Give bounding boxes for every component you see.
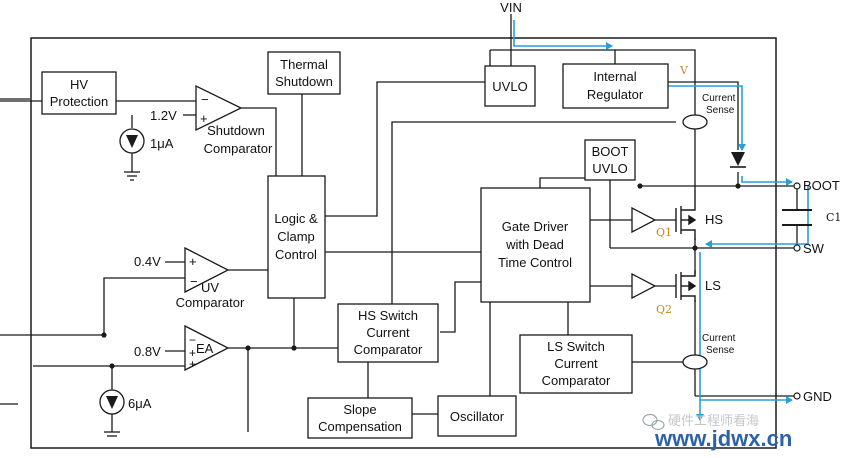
thermal-line2: Shutdown [275, 74, 333, 89]
internal-regulator-block: Internal Regulator [562, 63, 669, 109]
logic-line2: Clamp [277, 229, 315, 244]
pin-terminals [793, 182, 801, 400]
hv-protection-line2: Protection [50, 94, 109, 109]
current-1ua-label: 1μA [150, 136, 174, 151]
hs-comp-line1: HS Switch [358, 308, 418, 323]
gate-driver-block: Gate Driver with Dead Time Control [480, 187, 591, 303]
c1-label: C1 [826, 211, 841, 224]
uv-comparator: + − UV Comparator [176, 246, 245, 310]
logic-clamp-block: Logic & Clamp Control [267, 175, 326, 299]
ls-switch-comparator-block: LS Switch Current Comparator [519, 334, 633, 394]
current-sense-bottom-line2: Sense [706, 345, 735, 356]
current-sense-bottom-icon [682, 354, 708, 370]
shutdown-comp-line2: Comparator [204, 141, 273, 156]
current-sense-top-line2: Sense [706, 105, 735, 116]
gnd-pin-label: GND [803, 389, 832, 404]
ls-mosfet [675, 270, 697, 302]
gate-buffers [631, 206, 676, 300]
shutdown-comparator: − + Shutdown Comparator [195, 84, 273, 156]
current-sense-bottom-line1: Current [702, 333, 736, 344]
chip-outline [30, 37, 777, 449]
sw-pin-icon [793, 244, 801, 252]
minus-sign: − [201, 92, 209, 107]
regulator-line2: Regulator [587, 87, 644, 102]
oscillator-block: Oscillator [437, 395, 517, 437]
hv-protection-block: HV Protection [41, 71, 117, 115]
wechat-icon [642, 413, 665, 431]
slope-line1: Slope [343, 402, 376, 417]
shutdown-comp-line1: Shutdown [207, 123, 265, 138]
hs-comp-line3: Comparator [354, 342, 423, 357]
capacitor-c1-icon [782, 209, 812, 226]
ref-0v8-label: 0.8V [134, 344, 161, 359]
current-6ua-label: 6μA [128, 396, 152, 411]
q2-label: Q2 [656, 303, 672, 316]
plus-sign: + [189, 346, 196, 360]
ref-0v4-label: 0.4V [134, 254, 161, 269]
current-sense-top-line1: Current [702, 93, 736, 104]
logic-line3: Control [275, 247, 317, 262]
plus-sign: + [200, 111, 208, 126]
q1-label: Q1 [656, 226, 672, 239]
plus-sign: + [189, 357, 196, 371]
hs-mosfet [675, 190, 697, 240]
minus-sign: − [189, 333, 196, 347]
current-source-6ua-icon [99, 389, 125, 415]
hv-protection-line1: HV [70, 77, 88, 92]
boot-pin-icon [793, 182, 801, 190]
wechat-watermark-text: 硬件工程师看海 [668, 413, 759, 429]
slope-compensation-block: Slope Compensation [307, 397, 413, 439]
watermark: 硬件工程师看海 www.jdwx.cn [642, 413, 792, 451]
thermal-line1: Thermal [280, 57, 328, 72]
logic-line1: Logic & [274, 211, 318, 226]
current-path [513, 20, 809, 421]
plus-sign: + [189, 254, 197, 269]
ls-comp-line2: Current [554, 356, 598, 371]
uv-comp-line1: UV [201, 280, 219, 295]
boot-uvlo-block: BOOT UVLO [584, 139, 636, 181]
current-sense-top-icon [682, 114, 708, 130]
v-mark-label: V [679, 64, 689, 77]
wiring [0, 14, 798, 437]
slope-line2: Compensation [318, 419, 402, 434]
regulator-line1: Internal [593, 69, 636, 84]
hs-switch-comparator-block: HS Switch Current Comparator [337, 303, 439, 363]
ls-comp-line3: Comparator [542, 373, 611, 388]
boot-uvlo-line2: UVLO [592, 161, 627, 176]
uvlo-block: UVLO [484, 65, 536, 107]
current-source-1ua-icon [119, 128, 145, 154]
ref-1v2-label: 1.2V [150, 108, 177, 123]
site-watermark-text: www.jdwx.cn [654, 426, 792, 451]
gate-line3: Time Control [498, 255, 572, 270]
hs-comp-line2: Current [366, 325, 410, 340]
uvlo-label: UVLO [492, 79, 527, 94]
gate-line1: Gate Driver [502, 219, 569, 234]
boot-pin-label: BOOT [803, 178, 840, 193]
oscillator-label: Oscillator [450, 409, 505, 424]
uv-comp-line2: Comparator [176, 295, 245, 310]
ls-label: LS [705, 278, 721, 293]
gnd-pin-icon [793, 392, 801, 400]
minus-sign: − [190, 274, 198, 289]
thermal-shutdown-block: Thermal Shutdown [267, 51, 341, 95]
ea-label: EA [196, 341, 214, 356]
sw-pin-label: SW [803, 241, 825, 256]
hs-label: HS [705, 212, 723, 227]
boot-uvlo-line1: BOOT [592, 144, 629, 159]
vin-pin-label: VIN [500, 0, 522, 15]
ls-comp-line1: LS Switch [547, 339, 605, 354]
gate-line2: with Dead [505, 237, 564, 252]
boot-diode-icon [730, 152, 746, 168]
ea-amplifier: − + + EA [184, 324, 230, 372]
